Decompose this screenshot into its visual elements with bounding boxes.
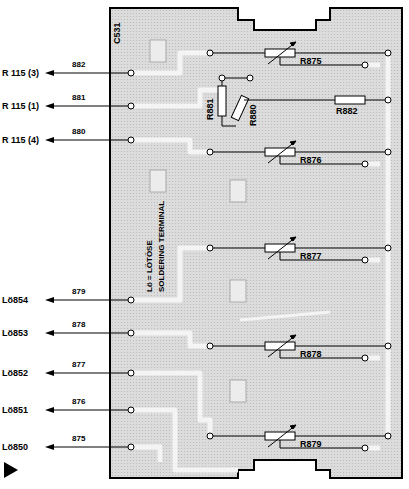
solder-pads (128, 70, 134, 450)
terminal-label: Lö853 (2, 329, 28, 338)
terminal-label: Lö850 (2, 443, 28, 452)
copper-traces (131, 53, 388, 470)
leader-arrowheads (45, 70, 54, 450)
terminal-label: R 115 (1) (2, 102, 39, 111)
terminal-label: R 115 (3) (2, 69, 39, 78)
page-marker-arrow (4, 462, 18, 478)
board-name: C531 (113, 22, 122, 44)
resistor-label: R876 (300, 156, 322, 165)
terminal-label: Lö854 (2, 296, 28, 305)
terminal-label: R 115 (4) (2, 136, 39, 145)
resistor-label: R875 (300, 57, 322, 66)
resistor-label: R877 (300, 252, 322, 261)
leader-lines (52, 73, 131, 447)
wire-number: 877 (72, 361, 85, 369)
wire-number: 880 (72, 128, 85, 136)
resistor-label: R881 (206, 98, 215, 120)
wire-number: 881 (72, 94, 85, 102)
wire-number: 875 (72, 435, 85, 443)
trimmer-resistors (207, 42, 391, 451)
note-text: SOLDERING TERMINAL (158, 201, 166, 292)
wire-number: 876 (72, 398, 85, 406)
wire-number: 882 (72, 61, 85, 69)
resistor-label: R880 (249, 104, 258, 126)
resistor-label: R882 (336, 107, 358, 116)
resistor-label: R879 (300, 440, 322, 449)
note-text: Lö = LÖTÖSE (146, 240, 154, 292)
fixed-resistors (218, 75, 391, 126)
wire-number: 878 (72, 321, 85, 329)
terminal-label: Lö851 (2, 406, 28, 415)
wire-number: 879 (72, 288, 85, 296)
pad-outlines (150, 40, 246, 402)
board-outline (110, 8, 402, 478)
terminal-label: Lö852 (2, 369, 28, 378)
resistor-label: R878 (300, 350, 322, 359)
